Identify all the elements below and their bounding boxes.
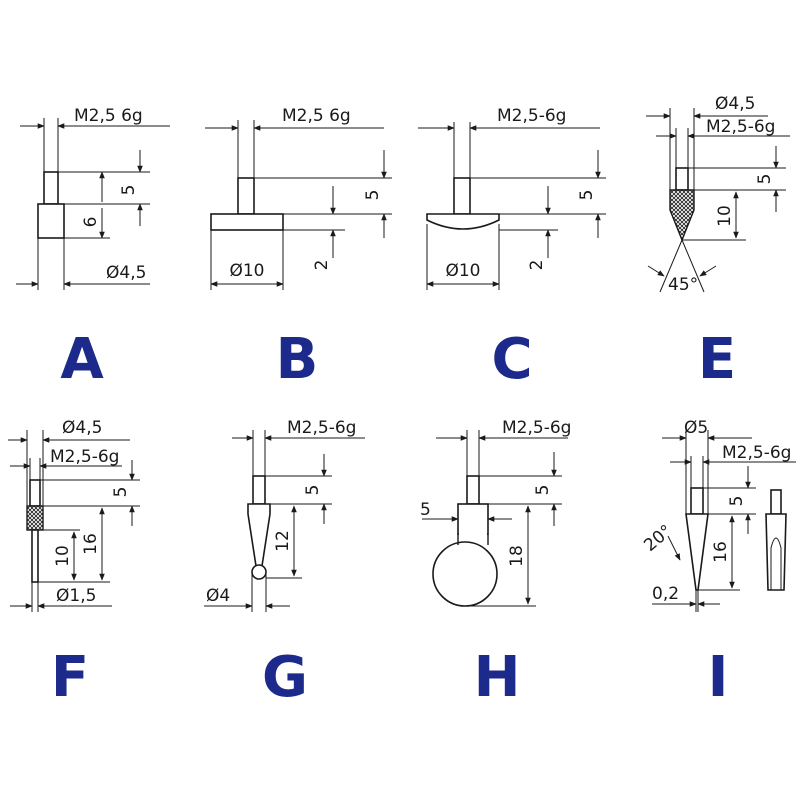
probe-f-thread-label: M2,5-6g: [50, 447, 119, 467]
probe-h: M2,5-6g 5 5 18 H: [420, 418, 571, 710]
probe-b-disc: [210, 213, 284, 231]
probe-c-height-5: 5: [577, 190, 597, 201]
probe-g-ball: [251, 564, 267, 580]
probe-c-letter: C: [491, 327, 532, 392]
probe-a-height-6: 6: [81, 217, 101, 228]
probe-g-stem: [247, 503, 271, 567]
probe-g-thread-stud: [252, 475, 266, 505]
probe-f-thread-stud: [29, 479, 41, 507]
probe-f-height-5: 5: [111, 487, 131, 498]
probe-i-side-view: [765, 489, 787, 591]
probe-h-ball: [432, 541, 498, 607]
probe-i-letter: I: [708, 645, 729, 710]
probe-i-height-5: 5: [727, 496, 747, 507]
probe-g: M2,5-6g 5 12 Ø4 G: [204, 418, 365, 710]
probe-h-thread-stud: [466, 475, 480, 505]
probe-c-diameter: Ø10: [445, 261, 480, 281]
probe-h-collar: [457, 503, 489, 535]
probe-e-letter: E: [698, 327, 736, 392]
probe-e-height-5: 5: [755, 174, 775, 185]
probe-f-height-10: 10: [53, 545, 73, 567]
probe-a-body: [37, 203, 65, 239]
probe-f-height-16: 16: [81, 533, 101, 555]
probe-b-thread-label: M2,5 6g: [282, 106, 351, 126]
probe-i-tip-width: 0,2: [652, 584, 679, 604]
probe-f-knurled-grip: [26, 505, 44, 531]
probe-b: M2,5 6g 5 2 Ø10 B: [205, 106, 392, 392]
probe-a-thread-label: M2,5 6g: [74, 106, 143, 126]
probe-a-letter: A: [60, 327, 104, 392]
probe-a-height-5: 5: [119, 185, 139, 196]
probe-f-pin: [31, 529, 39, 583]
probe-i-height-16: 16: [711, 541, 731, 563]
probe-f-diameter: Ø4,5: [62, 418, 102, 438]
probe-e-height-10: 10: [715, 205, 735, 227]
probe-c-curved-disc: [426, 213, 500, 230]
probe-h-thread-label: M2,5-6g: [502, 418, 571, 438]
probe-h-height-18: 18: [507, 545, 527, 567]
probe-e-thread-label: M2,5-6g: [706, 117, 775, 137]
probe-i-diameter: Ø5: [684, 418, 708, 438]
probe-a-diameter: Ø4,5: [106, 263, 146, 283]
probe-b-height-2: 2: [312, 260, 332, 271]
probe-g-thread-label: M2,5-6g: [287, 418, 356, 438]
probe-i-needle: [685, 513, 709, 591]
probe-g-letter: G: [262, 645, 308, 710]
probe-g-ball-diameter: Ø4: [206, 586, 230, 606]
probe-c: M2,5-6g 5 2 Ø10 C: [418, 106, 606, 392]
probe-b-diameter: Ø10: [229, 261, 264, 281]
probe-g-height-12: 12: [273, 530, 293, 552]
probe-a: M2,5 6g 5 6 Ø4,5 A: [16, 106, 170, 392]
probe-i: Ø5 M2,5-6g 5 16 20° 0,2 I: [640, 418, 796, 710]
probe-c-thread-stud: [453, 177, 471, 215]
probe-e-diameter: Ø4,5: [715, 94, 755, 114]
probe-e: Ø4,5 M2,5-6g 5 10 45° E: [646, 94, 790, 392]
probe-g-height-5: 5: [303, 485, 323, 496]
probe-e-angle: 45°: [668, 275, 698, 295]
probe-a-thread-stud: [43, 171, 59, 205]
probe-h-height-5: 5: [533, 485, 553, 496]
probe-b-letter: B: [276, 327, 319, 392]
probe-i-thread-stud: [690, 487, 704, 515]
probe-c-thread-label: M2,5-6g: [497, 106, 566, 126]
probe-h-letter: H: [474, 645, 521, 710]
probe-e-thread-stud: [675, 167, 689, 191]
probe-i-thread-label: M2,5-6g: [722, 443, 791, 463]
probe-f-tip-diameter: Ø1,5: [56, 586, 96, 606]
probe-f-letter: F: [51, 645, 89, 710]
probe-h-collar-width-5: 5: [420, 500, 431, 520]
probe-f: Ø4,5 M2,5-6g 5 10 16 Ø1,5 F: [8, 418, 140, 710]
probe-i-angle: 20°: [640, 521, 676, 556]
probe-b-height-5: 5: [363, 190, 383, 201]
probe-e-knurled-cone: [669, 189, 695, 242]
probe-b-thread-stud: [237, 177, 255, 215]
probe-c-height-2: 2: [527, 260, 547, 271]
